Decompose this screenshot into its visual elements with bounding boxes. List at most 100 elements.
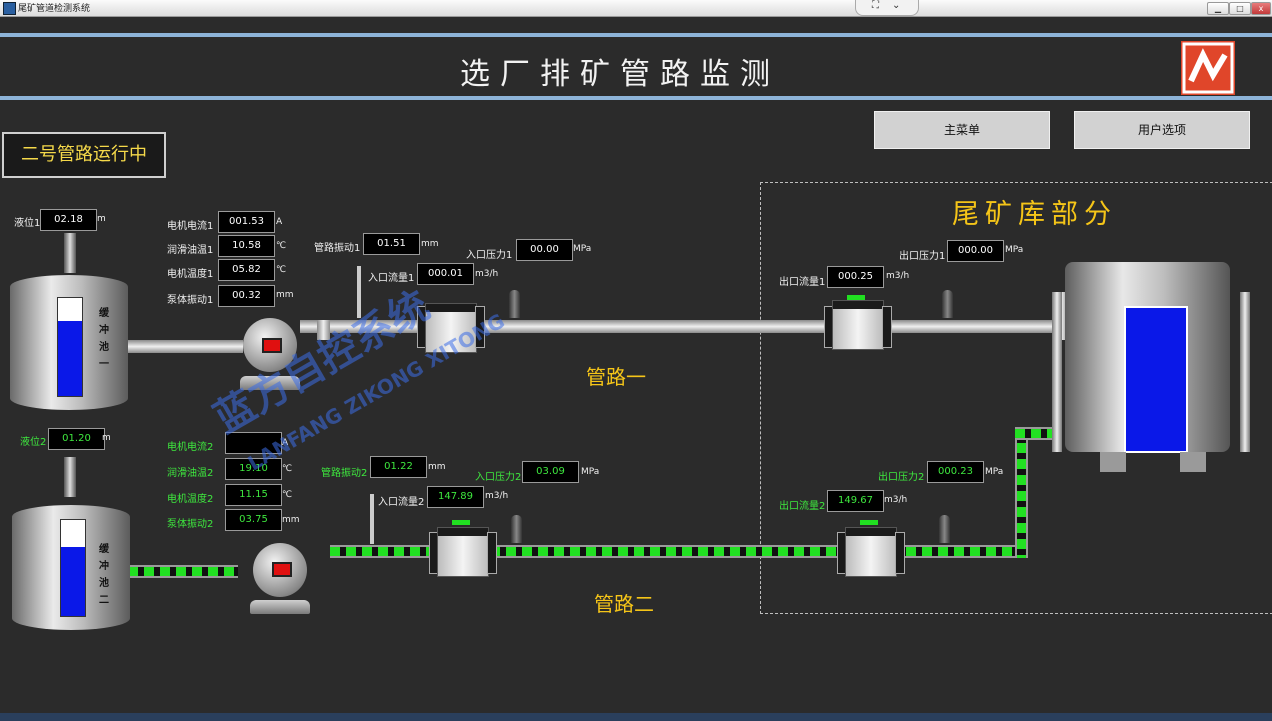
pipe-vib2-label: 管路振动2 xyxy=(321,468,368,479)
in-press2-unit: MPa xyxy=(581,467,600,477)
pipe-vib1-label: 管路振动1 xyxy=(314,243,361,254)
main-menu-button[interactable]: 主菜单 xyxy=(874,111,1050,149)
app-icon xyxy=(3,2,16,15)
level-sensor-1-icon xyxy=(64,233,76,273)
motor-temp2-value: 11.15 xyxy=(225,484,282,506)
inlet-flowmeter-1[interactable] xyxy=(425,303,477,353)
outlet-flowmeter-2[interactable] xyxy=(845,527,897,577)
pump-vib2-value: 03.75 xyxy=(225,509,282,531)
out-press2-unit: MPa xyxy=(985,467,1004,477)
level2-value: 01.20 xyxy=(48,428,105,450)
tank1-level-fill xyxy=(58,320,82,396)
in-press2-value: 03.09 xyxy=(522,461,579,483)
tank1-level-window xyxy=(57,297,83,397)
status-badge: 二号管路运行中 xyxy=(2,132,166,178)
pipe1-bend xyxy=(317,320,330,340)
motor-current2-label: 电机电流2 xyxy=(167,442,214,453)
in-press1-unit: MPa xyxy=(573,244,592,254)
fm1-out-flange-r xyxy=(882,306,892,348)
pressure-sensor-out-2-icon xyxy=(939,515,950,543)
out-press1-label: 出口压力1 xyxy=(899,251,946,262)
tank2-level-fill xyxy=(61,546,85,616)
motor-temp1-label: 电机温度1 xyxy=(167,269,214,280)
motor-temp1-value: 05.82 xyxy=(218,259,275,281)
motor-current1-value: 001.53 xyxy=(218,211,275,233)
expand-icon[interactable]: ⛶ xyxy=(872,0,879,11)
level-sensor-2-icon xyxy=(64,457,76,497)
window-title: 尾矿管道检测系统 xyxy=(18,4,91,14)
header-bottom-line xyxy=(0,96,1272,100)
out-flow2-value: 149.67 xyxy=(827,490,884,512)
out-flow1-unit: m3/h xyxy=(886,271,910,281)
motor-current2-value xyxy=(225,432,282,454)
oil-temp2-value: 19.10 xyxy=(225,458,282,480)
in-flow2-value: 147.89 xyxy=(427,486,484,508)
close-button[interactable]: x xyxy=(1251,2,1271,15)
motor-temp2-label: 电机温度2 xyxy=(167,494,214,505)
user-options-button[interactable]: 用户选项 xyxy=(1074,111,1250,149)
fm1-in-flange-r xyxy=(475,306,485,348)
outlet-flowmeter-2-led xyxy=(860,520,878,525)
out-press2-value: 000.23 xyxy=(927,461,984,483)
level1-unit: m xyxy=(97,214,106,224)
window-titlebar: 尾矿管道检测系统 ▁ □ x xyxy=(0,0,1272,17)
storage-tank-leg-right xyxy=(1240,292,1250,452)
inlet-flowmeter-2-led xyxy=(452,520,470,525)
motor-current1-label: 电机电流1 xyxy=(167,221,214,232)
tank2-label: 缓 冲 池 二 xyxy=(99,544,109,606)
out-press1-value: 000.00 xyxy=(947,240,1004,262)
in-press2-label: 入口压力2 xyxy=(475,472,522,483)
level2-label: 液位2 xyxy=(20,437,47,448)
fm2-in-flange-r xyxy=(487,532,497,574)
pipeline1-name: 管路一 xyxy=(586,365,646,389)
pump1-base xyxy=(240,376,300,390)
motor-temp1-unit: ℃ xyxy=(276,265,287,275)
inlet-flowmeter-2[interactable] xyxy=(437,527,489,577)
pump2-base xyxy=(250,600,310,614)
page-title: 选厂排矿管路监测 xyxy=(460,57,780,92)
oil-temp1-value: 10.58 xyxy=(218,235,275,257)
pressure-sensor-in-2-icon xyxy=(511,515,522,543)
tank1-label: 缓 冲 池 一 xyxy=(99,308,109,370)
pipe-vib1-value: 01.51 xyxy=(363,233,420,255)
out-flow2-label: 出口流量2 xyxy=(779,501,826,512)
fullscreen-tab[interactable]: ⛶ ⌄ xyxy=(855,0,919,16)
pump-vib1-unit: mm xyxy=(276,290,294,300)
out-flow1-label: 出口流量1 xyxy=(779,277,826,288)
pressure-sensor-in-1-icon xyxy=(509,290,520,318)
vibration-sensor-2-icon xyxy=(370,494,374,544)
tailings-section-title: 尾矿库部分 xyxy=(952,199,1117,230)
pump-vib2-unit: mm xyxy=(282,515,300,525)
company-logo xyxy=(1181,41,1235,95)
maximize-button[interactable]: □ xyxy=(1229,2,1251,15)
buffer-tank-1: 缓 冲 池 一 xyxy=(10,275,128,410)
motor-current2-unit: A xyxy=(282,438,289,448)
oil-temp2-unit: ℃ xyxy=(282,464,293,474)
pump1-status-led xyxy=(262,338,282,353)
pipe2-inlet xyxy=(128,565,238,578)
oil-temp2-label: 润滑油温2 xyxy=(167,468,214,479)
minimize-button[interactable]: ▁ xyxy=(1207,2,1229,15)
storage-tank-window xyxy=(1124,306,1188,453)
pressure-sensor-out-1-icon xyxy=(942,290,953,318)
out-press2-label: 出口压力2 xyxy=(878,472,925,483)
storage-tank-leg-left xyxy=(1052,292,1062,452)
outlet-flowmeter-1[interactable] xyxy=(832,300,884,350)
pipe-vib2-value: 01.22 xyxy=(370,456,427,478)
oil-temp1-label: 润滑油温1 xyxy=(167,245,214,256)
out-flow2-unit: m3/h xyxy=(884,495,908,505)
chevron-down-icon[interactable]: ⌄ xyxy=(892,0,901,11)
taskbar xyxy=(0,713,1272,721)
buffer-tank-2: 缓 冲 池 二 xyxy=(12,505,130,630)
pipeline2-name: 管路二 xyxy=(594,592,654,616)
pipe2-top xyxy=(1015,427,1057,440)
pipe1-inlet xyxy=(128,340,243,353)
out-press1-unit: MPa xyxy=(1005,245,1024,255)
tailings-section-border xyxy=(760,182,1272,614)
pump-vib2-label: 泵体振动2 xyxy=(167,519,214,530)
oil-temp1-unit: ℃ xyxy=(276,241,287,251)
in-flow2-label: 入口流量2 xyxy=(378,497,425,508)
pump2-status-led xyxy=(272,562,292,577)
pipe-vib2-unit: mm xyxy=(428,462,446,472)
in-flow1-label: 入口流量1 xyxy=(368,273,415,284)
